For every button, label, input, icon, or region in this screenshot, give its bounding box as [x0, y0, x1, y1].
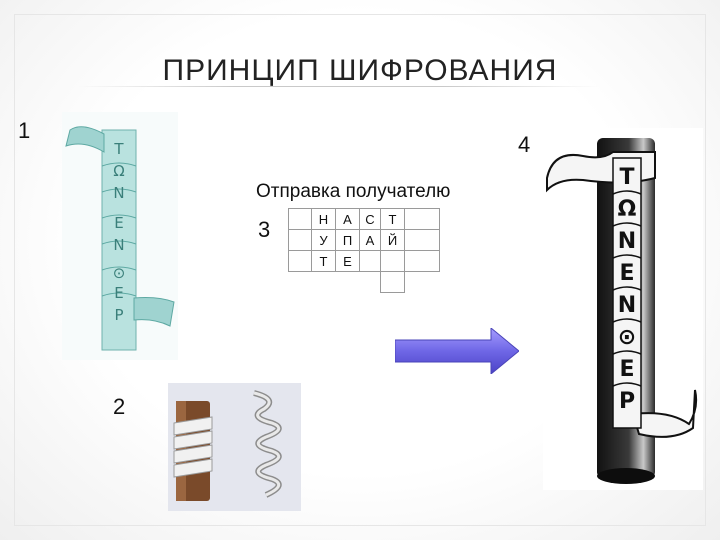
step-number-3: 3: [258, 217, 271, 242]
grid-cell: А: [335, 208, 360, 230]
grid-cell: Й: [380, 229, 405, 251]
step-number-1: 1: [18, 118, 31, 143]
arrow-right-icon: [395, 328, 519, 374]
grid-cell: [405, 272, 440, 293]
grid-cell: [288, 229, 312, 251]
wrapped-rod-photo: [168, 383, 301, 511]
grid-cell: [336, 272, 360, 293]
ribbon-bottom: [631, 389, 698, 438]
table-row: [289, 271, 440, 293]
step-number-2: 2: [113, 394, 126, 419]
scytale-letter: N: [113, 184, 124, 202]
title-underline: [78, 86, 598, 87]
table-row: Н А С Т: [288, 208, 440, 230]
ribbon-top: [65, 126, 105, 153]
scytale-letter: Е: [114, 214, 123, 232]
grid-cell: [312, 272, 336, 293]
scytale-letter: ⊙: [113, 264, 126, 282]
grid-cell: [359, 250, 381, 272]
grid-cell: С: [359, 208, 381, 230]
scytale-letter: Р: [114, 306, 123, 324]
scytale-letter: Ω: [618, 197, 637, 222]
grid-cell: [404, 229, 440, 251]
scytale-image-1: Т Ω N Е N ⊙ Е Р: [62, 112, 178, 360]
grid-cell: Н: [311, 208, 336, 230]
scytale-letter: Е: [114, 284, 123, 302]
scytale-letter: Ω: [113, 162, 124, 180]
scytale-letter: Т: [113, 140, 124, 158]
scytale-letter: N: [618, 293, 636, 318]
send-to-recipient-caption: Отправка получателю: [256, 181, 451, 202]
scytale-letter: N: [618, 229, 636, 254]
grid-cell: [380, 250, 405, 272]
step-number-4: 4: [518, 132, 531, 157]
grid-cell: [404, 208, 440, 230]
scytale-letter: Т: [619, 165, 634, 190]
cipher-grid: Н А С Т У П А Й Т Е: [288, 208, 440, 293]
scytale-letter: N: [113, 236, 124, 254]
grid-cell: Т: [380, 208, 405, 230]
grid-cell: [360, 272, 381, 293]
ribbon-bottom: [133, 297, 175, 327]
slide-title: ПРИНЦИП ШИФРОВАНИЯ: [162, 54, 558, 87]
grid-cell: [380, 271, 405, 293]
scytale-image-4: Т Ω N Е N ⊙ Е Р: [543, 128, 703, 490]
grid-cell: П: [335, 229, 360, 251]
grid-cell: Е: [335, 250, 360, 272]
grid-cell: [288, 208, 312, 230]
grid-cell: Т: [311, 250, 336, 272]
scytale-letter: Е: [619, 357, 634, 382]
table-row: У П А Й: [288, 229, 440, 251]
grid-cell: [289, 272, 312, 293]
grid-cell: А: [359, 229, 381, 251]
grid-cell: [404, 250, 440, 272]
scytale-letter: Е: [619, 261, 634, 286]
grid-cell: У: [311, 229, 336, 251]
table-row: Т Е: [288, 250, 440, 272]
rod: [101, 129, 137, 351]
grid-cell: [288, 250, 312, 272]
scytale-letter: Р: [619, 389, 635, 414]
scytale-letter: ⊙: [618, 325, 636, 350]
